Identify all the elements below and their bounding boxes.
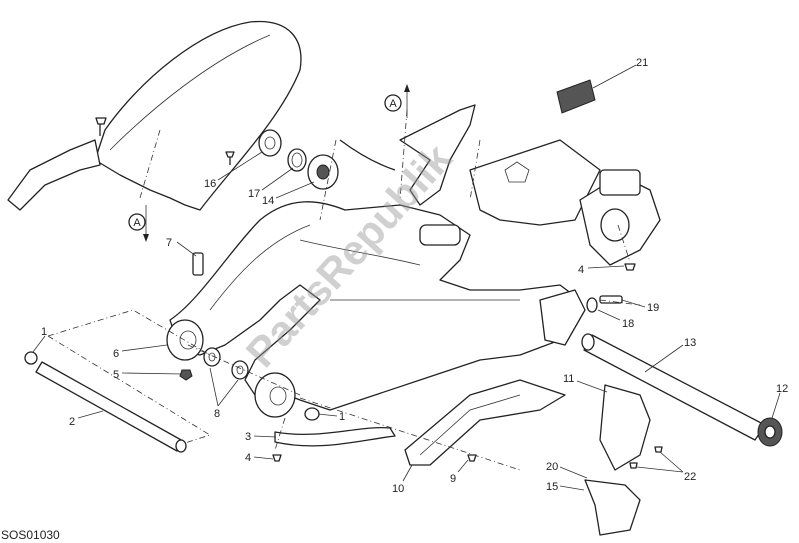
reference-A-label: A [389,98,397,110]
callout-1-left: 1 [41,326,47,338]
callout-22: 22 [684,471,696,483]
callout-17: 17 [248,188,260,200]
callout-3: 3 [245,431,251,443]
callout-18: 18 [622,318,634,330]
leader-lines [32,64,781,491]
caliper-bracket [579,169,661,266]
callout-16: 16 [204,178,216,190]
callout-8: 8 [214,408,220,420]
nut-12 [757,417,783,447]
callout-21: 21 [636,57,648,69]
callout-4-low: 4 [245,452,251,464]
link-rod-3 [274,426,396,447]
screw-22a [654,446,663,453]
callout-10: 10 [392,483,404,495]
callout-7: 7 [166,237,172,249]
guard-11 [599,384,651,471]
washer-8a [203,347,221,367]
reference-A-top: A [384,84,410,118]
swingarm [166,201,586,418]
screw [95,117,107,136]
bracket-20 [584,479,641,536]
pivot-shaft-13 [581,333,766,441]
callout-12: 12 [776,383,788,395]
reference-A-left: A [128,205,149,242]
callout-15: 15 [546,481,558,493]
seal-17 [287,148,307,172]
callout-2: 2 [69,416,75,428]
washer-8b [231,360,249,380]
callouts: 21 16 17 14 7 4 19 18 13 12 1 6 5 8 2 1 … [41,57,788,495]
rod-2 [35,361,187,453]
assembly-lines [47,109,641,471]
screw-22b [629,462,638,469]
screw-4 [624,263,636,271]
eccentric-14 [307,154,339,190]
callout-11: 11 [563,373,574,385]
cap-1 [24,351,38,365]
diagram-code: SOS01030 [1,528,60,542]
screw-7 [192,252,204,276]
screw-4-low [272,454,282,462]
callout-20: 20 [546,461,558,473]
callout-19: 19 [647,302,659,314]
washer-18 [586,297,598,313]
chain-slider-10 [404,379,566,466]
chain-guard-bracket [339,104,601,226]
callout-14: 14 [262,195,274,207]
bolt-19 [599,295,623,304]
nut-5 [179,369,193,381]
rear-mudguard [7,20,302,211]
callout-4-right: 4 [578,264,584,276]
screw-9 [467,454,477,462]
cap-1-mid [304,407,320,421]
screw [225,151,235,165]
bearing-16 [258,129,282,157]
reference-A-label: A [133,217,141,229]
callout-1-mid: 1 [339,411,345,423]
callout-9: 9 [450,473,456,485]
callout-6: 6 [113,348,119,360]
label-sticker-21 [556,79,596,114]
callout-5: 5 [113,369,119,381]
callout-13: 13 [684,337,696,349]
